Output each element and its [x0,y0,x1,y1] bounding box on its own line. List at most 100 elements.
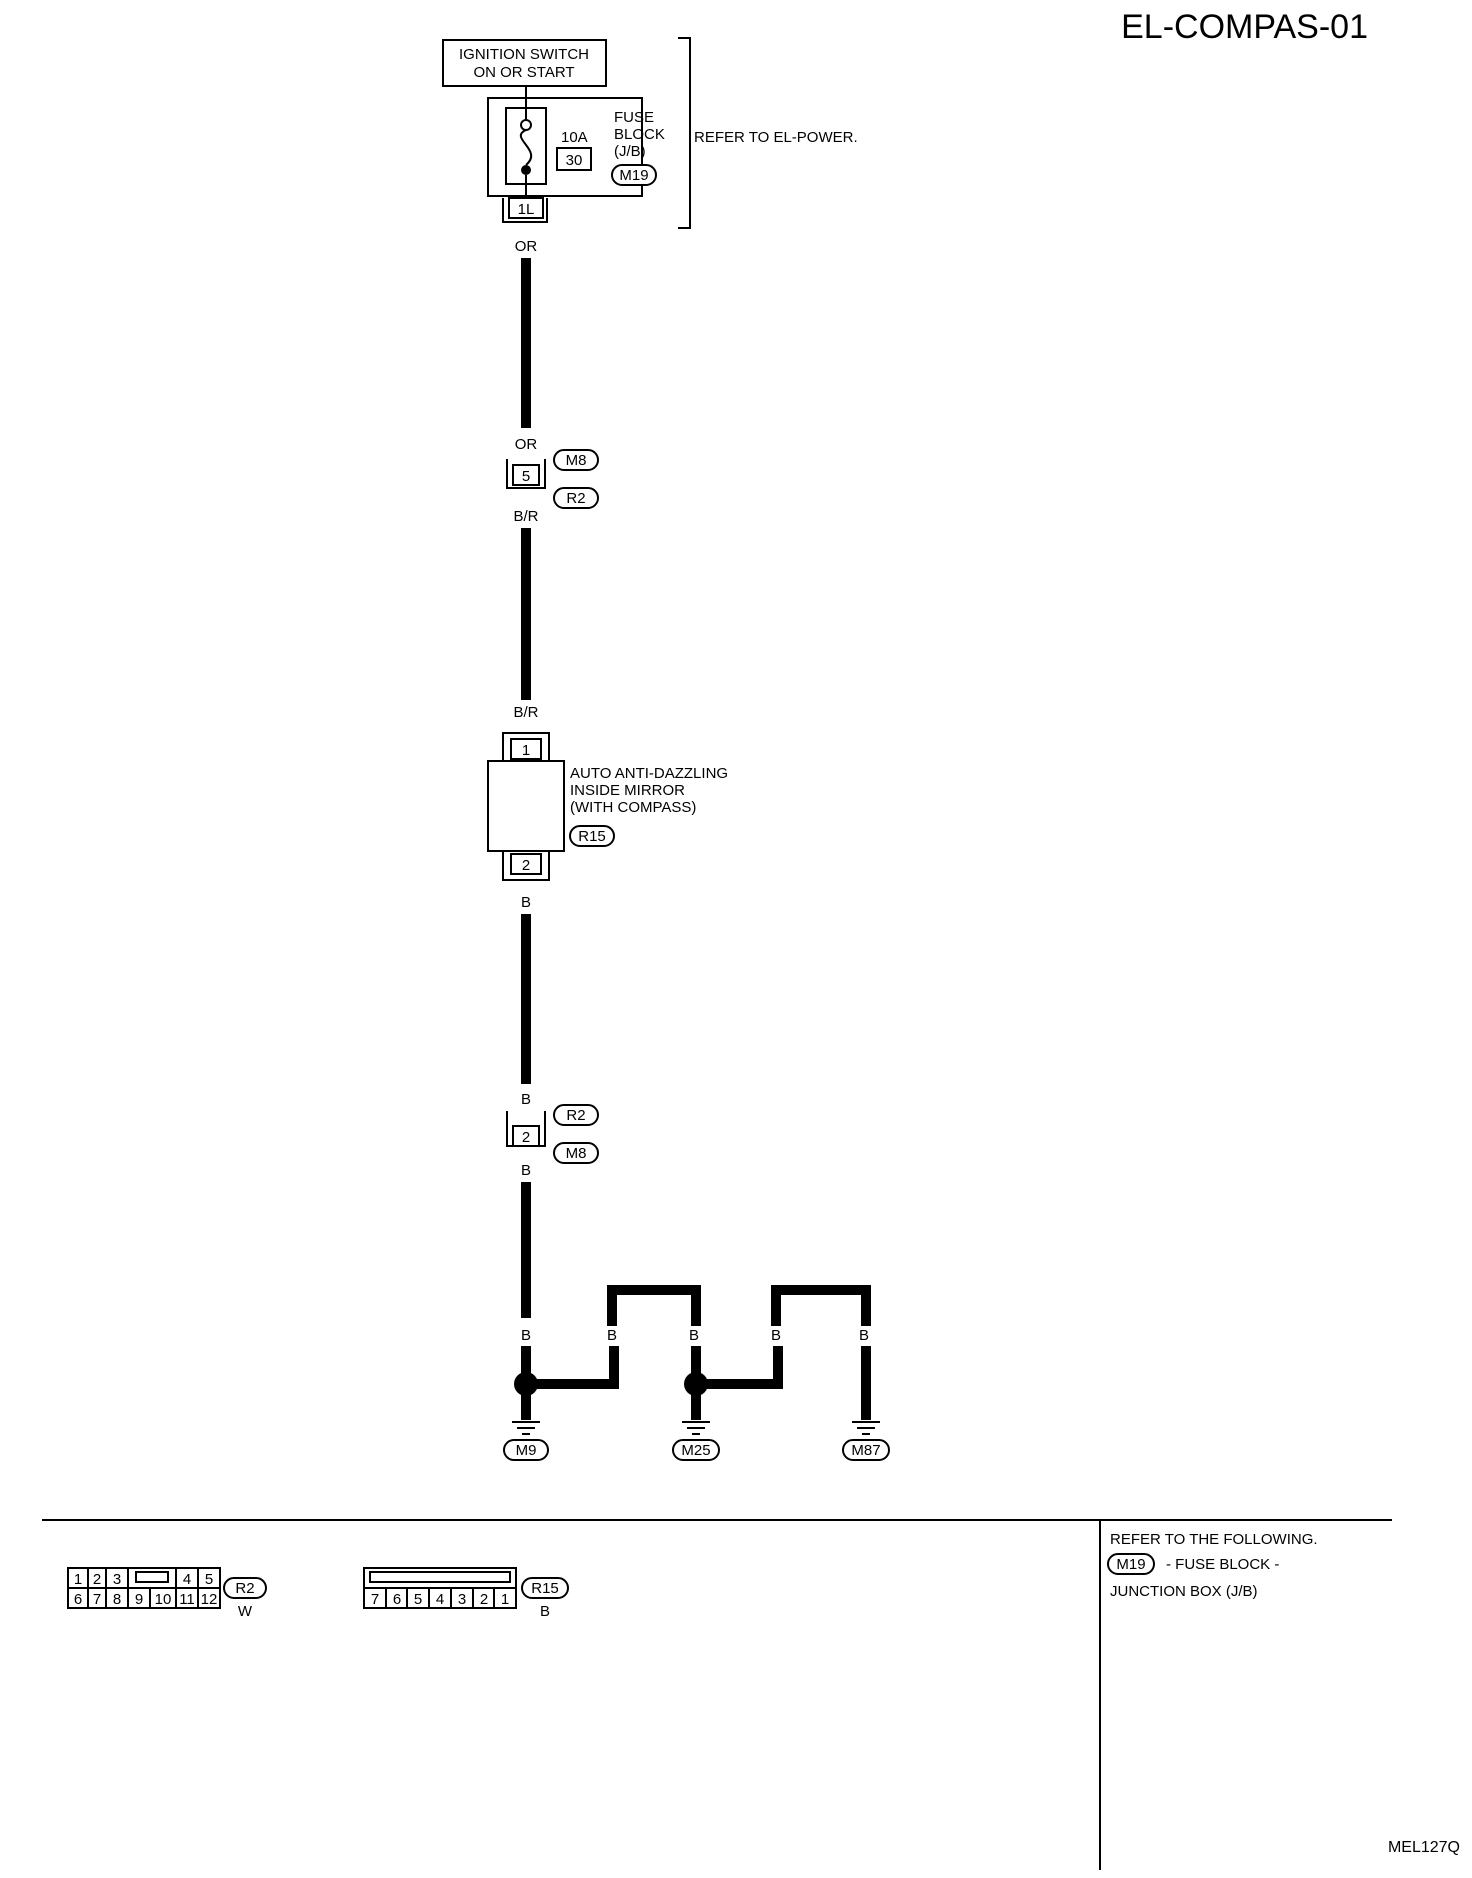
refer-note-connector-oval [1107,1553,1155,1575]
wire-m9-link [526,1346,619,1389]
joint-upper-conn-b-oval [553,487,599,509]
ground-icon-m87 [852,1421,880,1435]
mirror-label-2: INSIDE MIRROR [570,782,685,799]
r15-pin-2: 2 [480,1591,488,1608]
figure-id: MEL127Q [1388,1839,1460,1856]
r15-view-oval [521,1577,569,1599]
wire-m25-link [696,1346,783,1389]
joint-upper-conn-b: R2 [566,490,585,507]
ground-m9: M9 [516,1442,537,1459]
joint-upper-pin-box [512,464,540,486]
fuse-number-box [556,147,592,171]
joint-lower-conn-a-oval [553,1104,599,1126]
fuse-block-label-3: (J/B) [614,143,646,160]
mirror-pin2-box [510,853,542,875]
r15-view-color: B [540,1603,550,1620]
r2-pin-9: 9 [135,1591,143,1608]
mirror-pin2-bracket [502,852,550,881]
fuse-terminal-top [520,119,532,131]
joint-lower-conn-b: M8 [566,1145,587,1162]
mirror-pin1: 1 [522,742,530,759]
joint-lower-conn-b-oval [553,1142,599,1164]
wire-color-g3: B [689,1327,699,1344]
ground-m25: M25 [681,1442,710,1459]
r2-pin-5: 5 [205,1571,213,1588]
wire-color-br-1: B/R [513,508,538,525]
joint-lower-pin-box [512,1125,540,1147]
joint-upper-bracket [506,459,546,489]
ignition-label-2: ON OR START [473,64,574,81]
mirror-label-1: AUTO ANTI-DAZZLING [570,765,728,782]
ground-icon-m25 [682,1421,710,1435]
ground-m9-oval [503,1439,549,1461]
ignition-label-1: IGNITION SWITCH [459,46,589,63]
mirror-pin1-box [510,738,542,760]
r15-pin-1: 1 [501,1591,509,1608]
refer-note-line1: REFER TO THE FOLLOWING. [1110,1531,1318,1548]
r2-pin-12: 12 [201,1591,218,1608]
joint-lower-pin: 2 [522,1129,530,1146]
wire-color-br-2: B/R [513,704,538,721]
joint-upper-pin: 5 [522,468,530,485]
r15-view-id: R15 [531,1580,559,1597]
r2-pin-4: 4 [183,1571,191,1588]
mirror-pin1-bracket [502,732,550,760]
refer-note-line3: JUNCTION BOX (J/B) [1110,1583,1258,1600]
fuse-number: 30 [566,152,583,169]
fuse-connector-id: M19 [619,167,648,184]
mirror-body [487,760,565,852]
r2-pin-8: 8 [113,1591,121,1608]
wire-color-or-2: OR [515,436,538,453]
wire-color-g5: B [859,1327,869,1344]
r2-pin-11: 11 [179,1591,195,1608]
r15-pin-3: 3 [458,1591,466,1608]
wire-color-g4: B [771,1327,781,1344]
r2-view-id: R2 [235,1580,254,1597]
terminal-1l-bracket [502,198,548,223]
wire-color-b-3: B [521,1162,531,1179]
refer-note-connector: M19 [1116,1556,1145,1573]
fuse-amp: 10A [561,129,588,146]
mirror-connector-id: R15 [578,828,606,845]
terminal-1l: 1L [518,201,535,218]
diagram-title: EL-COMPAS-01 [1121,8,1368,46]
r15-pin-7: 7 [371,1591,379,1608]
ground-m87-oval [842,1439,890,1461]
wire-bridge-2 [771,1285,871,1326]
joint-upper-conn-a: M8 [566,452,587,469]
wire-color-b-1: B [521,894,531,911]
wire-color-or-1: OR [515,238,538,255]
r15-pin-6: 6 [393,1591,401,1608]
fuse-element-icon [519,129,533,166]
r15-pin-4: 4 [436,1591,444,1608]
fuse-terminal-bottom [521,165,531,175]
ground-m25-oval [672,1439,720,1461]
fuse-block-label-2: BLOCK [614,126,665,143]
wire-color-g2: B [607,1327,617,1344]
r2-pin-2: 2 [93,1571,101,1588]
refer-note-line2: - FUSE BLOCK - [1166,1556,1279,1573]
r2-pin-10: 10 [155,1591,172,1608]
ground-icon-m9 [512,1421,540,1435]
joint-lower-conn-a: R2 [566,1107,585,1124]
terminal-1l-box [508,197,544,219]
wire-color-b-2: B [521,1091,531,1108]
r2-pin-7: 7 [93,1591,101,1608]
fuse-block-label-1: FUSE [614,109,654,126]
connector-r15-view [363,1567,517,1609]
mirror-label-3: (WITH COMPASS) [570,799,696,816]
r2-pin-6: 6 [74,1591,82,1608]
fuse-connector-oval [611,164,657,186]
wire-bridge-1 [607,1285,701,1326]
connector-r2-view [67,1567,221,1609]
r2-view-oval [223,1577,267,1599]
r15-pin-5: 5 [414,1591,422,1608]
splice-m9 [514,1372,538,1396]
splice-m25 [684,1372,708,1396]
r2-view-color: W [238,1603,253,1620]
mirror-pin2: 2 [522,857,530,874]
r2-pin-3: 3 [113,1571,121,1588]
ground-m87: M87 [851,1442,880,1459]
refer-bracket [678,37,691,229]
